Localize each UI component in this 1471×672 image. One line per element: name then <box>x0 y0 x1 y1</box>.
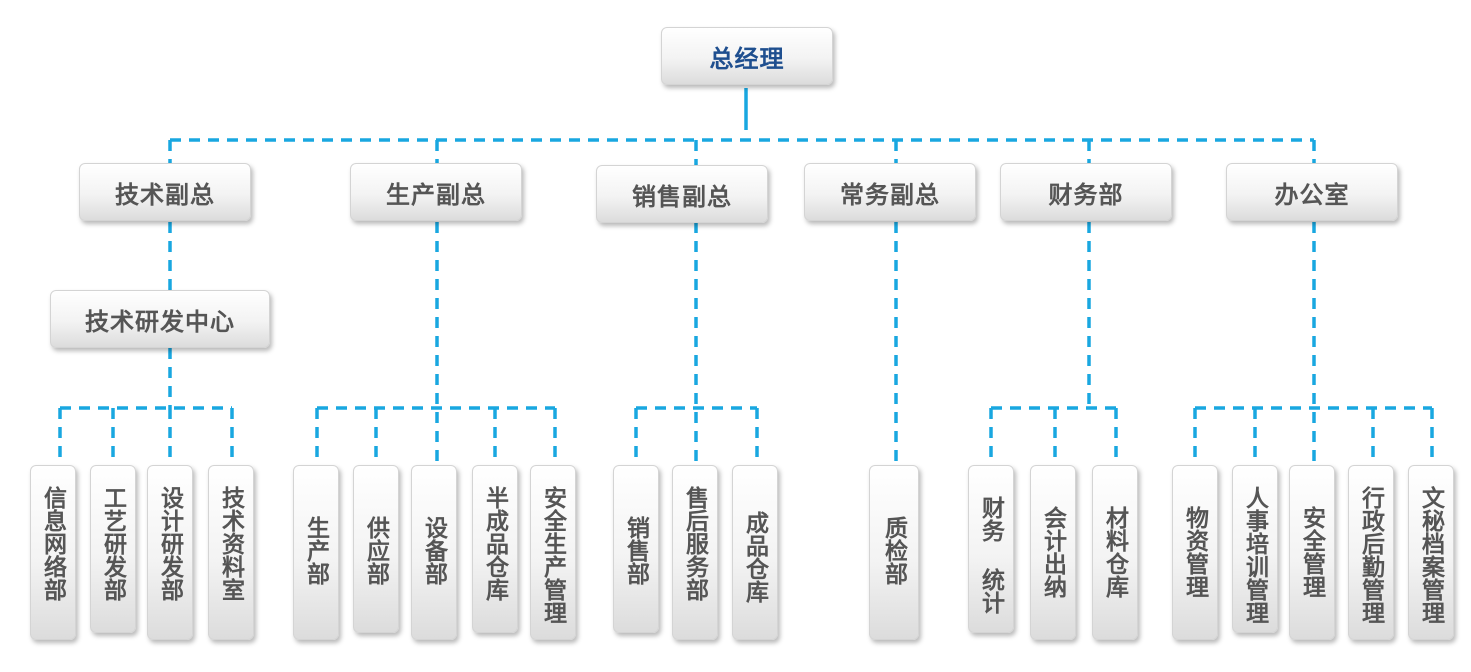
unit-label: 售后服务部 <box>682 486 709 601</box>
node-vp-technology: 技术副总 <box>79 163 251 221</box>
unit-label: 安全管理 <box>1299 506 1326 598</box>
unit-label: 半成品仓库 <box>482 486 509 601</box>
node-unit: 设备部 <box>411 465 457 640</box>
node-unit: 供应部 <box>353 465 399 633</box>
node-vp-sales: 销售副总 <box>596 165 768 223</box>
node-unit: 安全管理 <box>1289 465 1335 640</box>
unit-label: 生产部 <box>303 516 330 585</box>
node-unit: 设计研发部 <box>147 465 193 640</box>
unit-label: 行政后勤管理 <box>1358 486 1385 624</box>
unit-label: 信息网络部 <box>40 486 67 601</box>
node-vp-production: 生产副总 <box>350 163 522 221</box>
node-office: 办公室 <box>1226 163 1398 221</box>
node-unit: 文秘档案管理 <box>1408 465 1454 640</box>
node-finance-dept: 财务部 <box>1000 163 1172 221</box>
unit-label: 销售部 <box>623 516 650 585</box>
unit-label: 技术资料室 <box>218 486 245 601</box>
node-unit: 会计出纳 <box>1030 465 1076 640</box>
node-unit: 质检部 <box>869 465 919 640</box>
node-tech-rd-center: 技术研发中心 <box>50 290 270 348</box>
unit-label: 供应部 <box>363 516 390 585</box>
unit-label: 材料仓库 <box>1102 506 1129 598</box>
node-unit: 售后服务部 <box>672 465 718 640</box>
unit-label: 质检部 <box>881 516 908 585</box>
node-vp-executive: 常务副总 <box>804 163 976 221</box>
unit-label: 成品仓库 <box>742 511 769 603</box>
node-unit: 半成品仓库 <box>472 465 518 633</box>
node-unit: 生产部 <box>293 465 339 640</box>
node-unit: 财务 统计 <box>968 465 1014 633</box>
unit-label: 设备部 <box>421 516 448 585</box>
node-general-manager: 总经理 <box>661 27 833 85</box>
unit-label: 设计研发部 <box>157 486 184 601</box>
node-unit: 行政后勤管理 <box>1348 465 1394 640</box>
node-unit: 技术资料室 <box>208 465 254 640</box>
node-unit: 信息网络部 <box>30 465 76 640</box>
unit-label: 人事培训管理 <box>1242 486 1269 624</box>
unit-label: 会计出纳 <box>1040 506 1067 598</box>
node-unit: 材料仓库 <box>1092 465 1138 640</box>
node-unit: 安全生产管理 <box>530 465 576 640</box>
node-unit: 销售部 <box>613 465 659 633</box>
unit-label: 文秘档案管理 <box>1418 486 1445 624</box>
node-unit: 人事培训管理 <box>1232 465 1278 633</box>
unit-label: 安全生产管理 <box>540 486 567 624</box>
node-unit: 成品仓库 <box>732 465 778 640</box>
unit-label: 财务 统计 <box>978 496 1005 614</box>
node-unit: 工艺研发部 <box>90 465 136 633</box>
unit-label: 工艺研发部 <box>100 486 127 601</box>
unit-label: 物资管理 <box>1182 506 1209 598</box>
node-unit: 物资管理 <box>1172 465 1218 640</box>
